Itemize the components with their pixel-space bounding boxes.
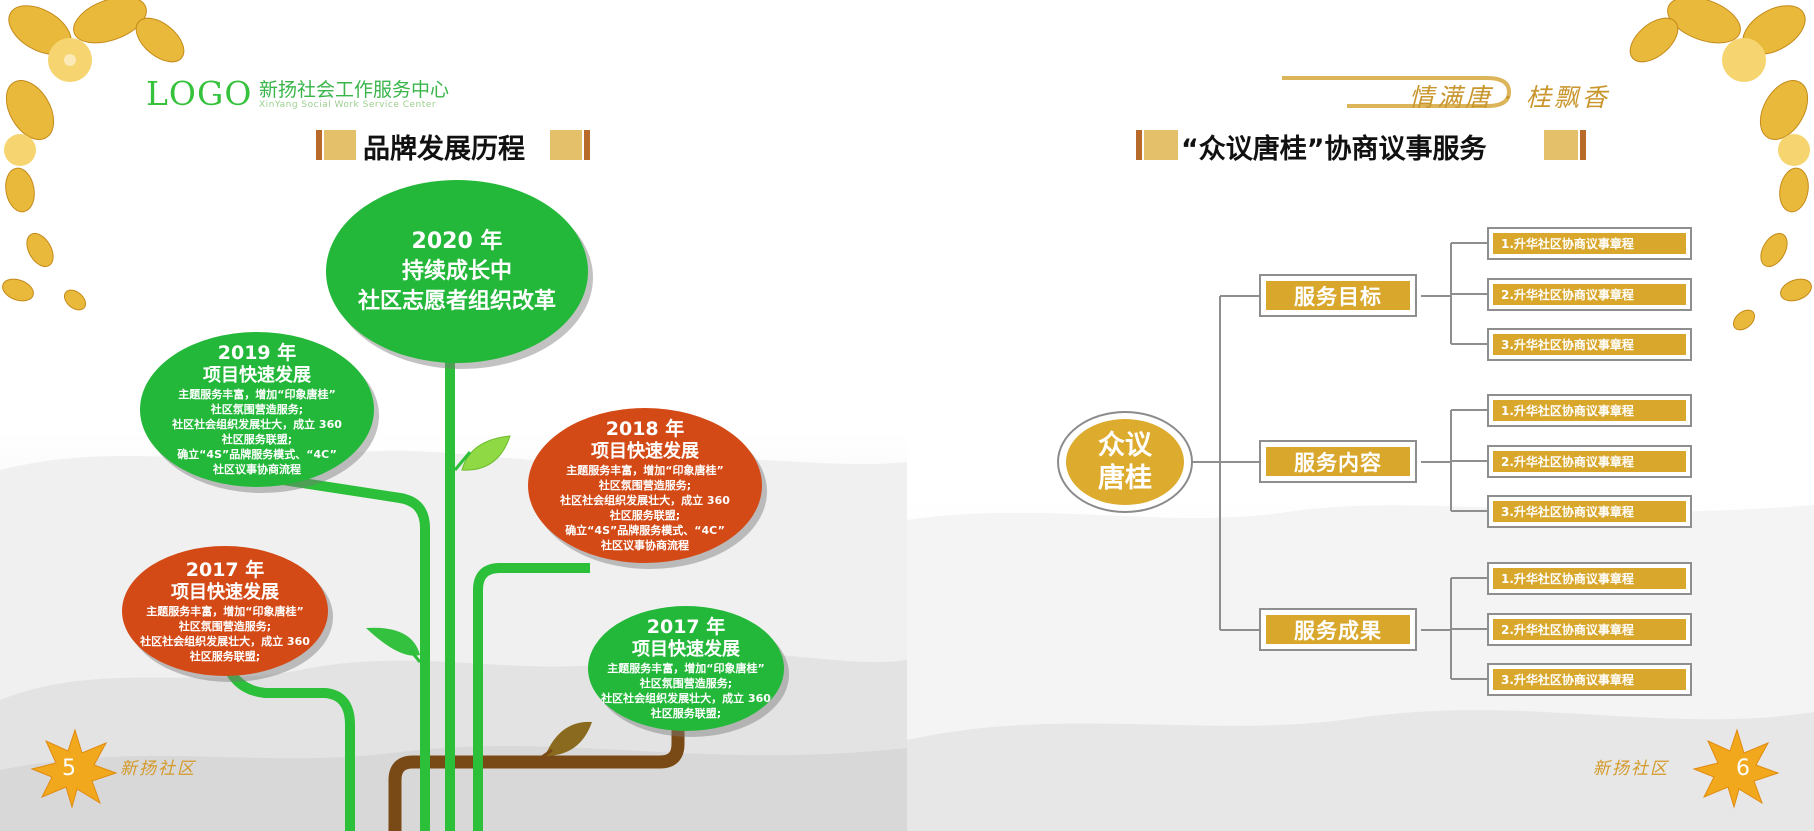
title-bar-left-gold <box>324 130 356 160</box>
timeline-bubble-2018: 2018 年 项目快速发展 主题服务丰富，增加“印象唐桂” 社区氛围营造服务; … <box>528 408 762 563</box>
bubble-body-line: 主题服务丰富，增加“印象唐桂” <box>178 388 336 401</box>
bubble-body-line: 社区社会组织发展壮大，成立 360 <box>560 494 730 507</box>
item-box: 1.升华社区协商议事章程 <box>1487 227 1692 260</box>
bubble-title: 项目快速发展 <box>632 639 740 660</box>
page-number: 5 <box>62 756 76 781</box>
bubble-title: 项目快速发展 <box>591 441 699 462</box>
title-bar-right-brown <box>1580 130 1586 160</box>
timeline-bubble-2020: 2020 年 持续成长中 社区志愿者组织改革 <box>326 180 588 363</box>
item-label: 2.升华社区协商议事章程 <box>1493 284 1686 305</box>
gold-flower-decoration <box>2 0 185 311</box>
maple-leaf-icon <box>30 728 118 809</box>
item-box: 3.升华社区协商议事章程 <box>1487 495 1692 528</box>
category-service-goal: 服务目标 <box>1259 274 1417 317</box>
bubble-year: 2018 年 <box>605 418 685 440</box>
left-section-title: 品牌发展历程 <box>363 134 525 165</box>
bubble-body-line: 社区氛围营造服务; <box>178 619 272 633</box>
bubble-body-line: 主题服务丰富，增加“印象唐桂” <box>607 662 765 675</box>
item-box: 2.升华社区协商议事章程 <box>1487 613 1692 646</box>
tree-stems <box>220 330 685 831</box>
left-page: LOGO 新扬社会工作服务中心 XinYang Social Work Serv… <box>0 0 907 831</box>
category-label: 服务成果 <box>1266 615 1410 644</box>
footer-brand-text: 新扬社区 <box>120 759 196 779</box>
item-label: 1.升华社区协商议事章程 <box>1493 233 1686 254</box>
bubble-year: 2020 年 <box>411 228 503 254</box>
bubble-body-line: 社区服务联盟; <box>650 707 722 720</box>
bubble-body-line: 主题服务丰富，增加“印象唐桂” <box>146 604 304 618</box>
bubble-body-line: 社区氛围营造服务; <box>598 479 692 492</box>
title-bar-left-brown <box>316 130 322 160</box>
right-page: 情满唐 · 桂飘香 “众议唐桂”协商议事服务 <box>907 0 1814 831</box>
center-line-1: 众议 <box>1098 430 1152 461</box>
gold-flower-decoration <box>1629 0 1812 331</box>
item-label: 3.升华社区协商议事章程 <box>1493 334 1686 355</box>
bubble-body-line: 社区服务联盟; <box>189 649 261 663</box>
category-service-result: 服务成果 <box>1259 608 1417 651</box>
bubble-body-line: 社区氛围营造服务; <box>639 677 733 690</box>
right-section-title: “众议唐桂”协商议事服务 <box>1181 134 1487 165</box>
bubble-year: 2019 年 <box>217 342 297 364</box>
title-bar-left-brown <box>1136 130 1142 160</box>
title-bar-left-gold <box>1144 130 1178 160</box>
bubble-body-line: 社区议事协商流程 <box>213 463 301 476</box>
bubble-body-line: 主题服务丰富，增加“印象唐桂” <box>566 464 724 477</box>
item-label: 1.升华社区协商议事章程 <box>1493 568 1686 589</box>
timeline-bubble-2017-right: 2017 年 项目快速发展 主题服务丰富，增加“印象唐桂” 社区氛围营造服务; … <box>588 606 784 731</box>
timeline-bubble-2017-left: 2017 年 项目快速发展 主题服务丰富，增加“印象唐桂” 社区氛围营造服务; … <box>122 546 328 676</box>
item-label: 3.升华社区协商议事章程 <box>1493 501 1686 522</box>
bubble-body-line: 社区社会组织发展壮大，成立 360 <box>140 634 310 648</box>
bubble-body-line: 社区社会组织发展壮大，成立 360 <box>601 692 771 705</box>
timeline-bubble-2019: 2019 年 项目快速发展 主题服务丰富，增加“印象唐桂” 社区氛围营造服务; … <box>140 332 374 487</box>
page-number: 6 <box>1736 756 1750 781</box>
logo-org-english: XinYang Social Work Service Center <box>259 100 437 110</box>
center-line-2: 唐桂 <box>1098 463 1152 494</box>
bubble-title: 项目快速发展 <box>171 581 279 603</box>
maple-leaf-icon <box>1692 728 1780 809</box>
item-label: 1.升华社区协商议事章程 <box>1493 400 1686 421</box>
item-box: 1.升华社区协商议事章程 <box>1487 562 1692 595</box>
title-bar-right-brown <box>584 130 590 160</box>
bubble-body-line: 社区志愿者组织改革 <box>357 288 556 314</box>
bubble-title: 持续成长中 <box>401 258 512 284</box>
slogan-swoosh <box>1282 76 1512 108</box>
slogan-text: 情满唐 · 桂飘香 <box>1409 83 1610 112</box>
bubble-body-line: 社区议事协商流程 <box>601 539 689 552</box>
bubble-body-line: 确立“4S”品牌服务模式、“4C” <box>565 524 725 537</box>
mindmap-connectors <box>1192 242 1487 680</box>
bubble-year: 2017 年 <box>646 616 726 638</box>
bubble-body-line: 社区氛围营造服务; <box>210 403 304 416</box>
title-bar-right-gold <box>1544 130 1578 160</box>
item-box: 2.升华社区协商议事章程 <box>1487 278 1692 311</box>
bubble-body-line: 确立“4S”品牌服务模式、“4C” <box>177 448 337 461</box>
item-box: 1.升华社区协商议事章程 <box>1487 394 1692 427</box>
category-label: 服务目标 <box>1266 281 1410 310</box>
mindmap-center-node: 众议 唐桂 <box>1057 411 1193 513</box>
bubble-title: 项目快速发展 <box>203 365 311 386</box>
item-box: 2.升华社区协商议事章程 <box>1487 445 1692 478</box>
item-label: 3.升华社区协商议事章程 <box>1493 669 1686 690</box>
item-label: 2.升华社区协商议事章程 <box>1493 619 1686 640</box>
bubble-body-line: 社区服务联盟; <box>221 433 293 446</box>
item-box: 3.升华社区协商议事章程 <box>1487 328 1692 361</box>
logo-mark: LOGO <box>146 74 253 113</box>
item-box: 3.升华社区协商议事章程 <box>1487 663 1692 696</box>
item-label: 2.升华社区协商议事章程 <box>1493 451 1686 472</box>
bubble-body-line: 社区社会组织发展壮大，成立 360 <box>172 418 342 431</box>
category-service-content: 服务内容 <box>1259 440 1417 483</box>
category-label: 服务内容 <box>1266 447 1410 476</box>
footer-brand-text: 新扬社区 <box>1593 759 1669 779</box>
logo-org-name: 新扬社会工作服务中心 <box>259 79 450 101</box>
bubble-body-line: 社区服务联盟; <box>609 509 681 522</box>
bubble-year: 2017 年 <box>185 558 265 581</box>
title-bar-right-gold <box>550 130 582 160</box>
